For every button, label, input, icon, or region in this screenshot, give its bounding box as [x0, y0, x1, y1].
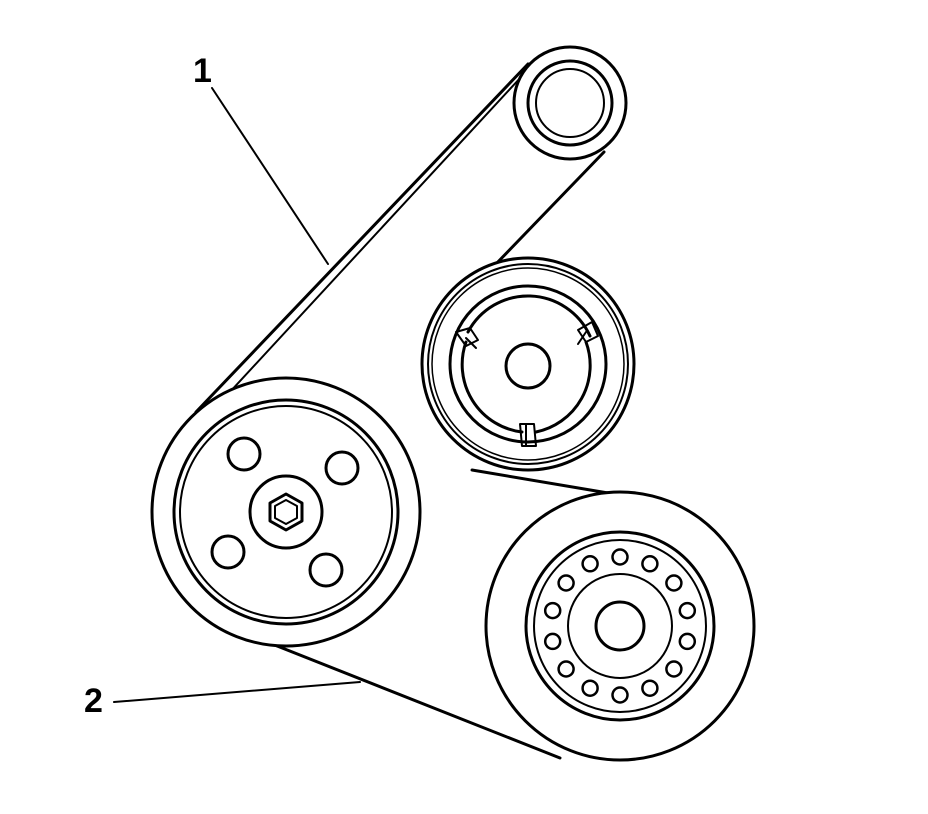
hex-bolt-icon: [268, 492, 304, 532]
crankshaft-bolt-hole: [641, 679, 659, 697]
belt-lower-span: [260, 638, 562, 760]
belt-idler-to-crank-span: [470, 468, 616, 496]
callout-1: 1: [193, 52, 212, 90]
left-pulley: [150, 376, 422, 648]
crankshaft-bolt-hole: [557, 660, 575, 678]
leader-lines: [113, 87, 361, 703]
top-idler-pulley: [512, 45, 628, 161]
crankshaft-bolt-hole: [611, 686, 629, 704]
left-pulley-bolt-hole: [308, 552, 344, 588]
crankshaft-bolt-hole: [543, 601, 562, 620]
crankshaft-bolt-hole: [581, 555, 599, 573]
crankshaft-bolt-hole: [678, 632, 697, 651]
belt-upper-left-span: [194, 62, 530, 414]
callout-2: 2: [84, 682, 103, 720]
crankshaft-bolt-ring: [543, 548, 697, 704]
left-pulley-hub: [248, 474, 324, 550]
leader-line-2: [113, 681, 361, 703]
left-pulley-bolt-hole: [226, 436, 262, 472]
leader-line-1: [211, 87, 329, 265]
belt-upper-left-span-inner: [203, 75, 523, 421]
tensioner-clip-right: [577, 321, 599, 345]
tensioner-clip-bottom: [519, 423, 537, 447]
crankshaft-bolt-hole: [581, 679, 599, 697]
crankshaft-bolt-hole: [611, 548, 629, 566]
drive-belt: [194, 62, 616, 760]
crankshaft-bolt-hole: [543, 632, 562, 651]
crankshaft-bolt-hole: [665, 574, 683, 592]
crankshaft-bolt-hole: [641, 555, 659, 573]
crankshaft-bolt-hole: [557, 574, 575, 592]
crankshaft-bolt-hole: [665, 660, 683, 678]
tensioner-pulley: [420, 256, 636, 472]
crankshaft-bolt-hole: [678, 601, 697, 620]
crankshaft-hub: [594, 600, 646, 652]
tensioner-hub: [504, 342, 552, 390]
crankshaft-pulley: [484, 490, 756, 762]
left-pulley-bolt-hole: [324, 450, 360, 486]
tensioner-clip-left: [455, 327, 479, 349]
left-pulley-bolt-hole: [210, 534, 246, 570]
